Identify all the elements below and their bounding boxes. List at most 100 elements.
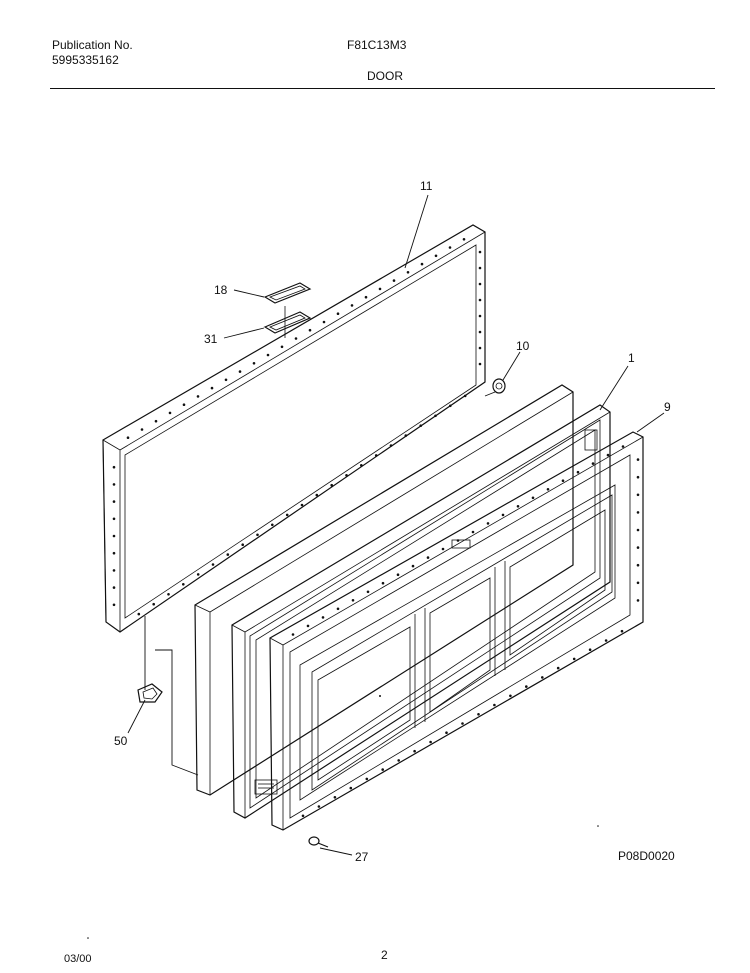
- rivet: [366, 590, 370, 594]
- rivet: [381, 581, 385, 585]
- rivet: [426, 556, 430, 559]
- rivet: [478, 346, 482, 350]
- rivet: [336, 607, 340, 611]
- rivet: [285, 513, 289, 517]
- rivet: [434, 254, 438, 258]
- rivet: [411, 564, 415, 568]
- rivet: [294, 337, 298, 340]
- callout-1: 1: [628, 351, 635, 365]
- rivet: [448, 246, 452, 249]
- door-gasket: [231, 404, 611, 819]
- rivet: [112, 569, 116, 572]
- callout-50: 50: [114, 734, 128, 748]
- rivet: [636, 563, 640, 567]
- rivet: [516, 505, 520, 508]
- rivet: [378, 287, 382, 291]
- rivet: [572, 657, 576, 661]
- door-outer-panel: [102, 224, 486, 633]
- rivet: [478, 266, 482, 270]
- rivet: [413, 749, 416, 753]
- rivet: [509, 694, 512, 698]
- rivet: [345, 474, 348, 477]
- rivet: [636, 475, 640, 479]
- header-divider: [50, 88, 715, 89]
- rivet: [351, 599, 355, 602]
- rivet: [381, 768, 385, 771]
- rivet: [301, 814, 305, 818]
- rivet: [112, 534, 116, 538]
- rivet: [604, 639, 608, 642]
- rivet: [137, 612, 141, 616]
- rivet: [636, 599, 640, 602]
- rivet: [477, 713, 480, 716]
- section-title: DOOR: [367, 69, 403, 83]
- rivet: [308, 328, 312, 332]
- rivet: [456, 539, 460, 542]
- door-inner-liner: [269, 431, 644, 831]
- rivet: [478, 362, 482, 366]
- callout-9: 9: [664, 400, 671, 414]
- rivet: [434, 414, 437, 418]
- callout-leaders: [127, 194, 665, 856]
- callout-11: 11: [420, 179, 433, 193]
- rivet: [330, 483, 334, 487]
- door-insulation-block: [194, 384, 574, 796]
- rivet: [321, 616, 325, 619]
- rivet: [404, 434, 408, 437]
- rivet: [636, 511, 640, 514]
- rivet: [429, 740, 432, 744]
- rivet: [556, 666, 560, 670]
- rivet: [112, 500, 116, 503]
- rivet: [152, 602, 155, 606]
- rivet: [463, 394, 467, 398]
- rivet: [196, 395, 200, 398]
- rivet: [374, 454, 378, 457]
- rivet: [471, 530, 475, 534]
- rivet: [112, 483, 116, 486]
- rivet: [322, 320, 326, 324]
- rivet: [478, 250, 482, 254]
- rivet: [636, 528, 640, 532]
- rivet: [182, 403, 186, 407]
- callout-18: 18: [214, 283, 228, 297]
- model-number: F81C13M3: [347, 38, 407, 52]
- publication-number: 5995335162: [52, 53, 119, 67]
- callout-27: 27: [355, 850, 369, 864]
- rivet: [365, 777, 369, 781]
- rivet: [291, 633, 295, 636]
- callout-31: 31: [204, 332, 218, 346]
- rivet: [478, 314, 482, 318]
- rivet: [140, 428, 144, 431]
- rivet: [419, 424, 423, 428]
- rivet: [112, 465, 116, 469]
- publication-label: Publication No.: [52, 38, 133, 52]
- rivet: [445, 731, 448, 734]
- rivet: [620, 629, 624, 633]
- rivet: [256, 533, 259, 537]
- plug-fastener: [492, 378, 506, 394]
- rivet: [349, 786, 353, 790]
- callout-10: 10: [516, 339, 530, 353]
- rivet: [397, 759, 401, 762]
- rivet: [300, 503, 304, 507]
- rivet: [541, 676, 544, 679]
- rivet: [396, 573, 400, 576]
- rivet: [493, 703, 496, 707]
- rivet: [333, 796, 337, 799]
- rivet: [280, 345, 284, 349]
- screw: [308, 836, 329, 848]
- diagram-code: P08D0020: [618, 849, 675, 863]
- hinge-bracket: [137, 683, 163, 703]
- rivet: [271, 523, 274, 527]
- rivet: [525, 685, 528, 688]
- hinge-cover: [263, 282, 312, 304]
- rivet: [561, 479, 565, 483]
- rivet: [266, 353, 270, 357]
- rivet: [461, 722, 464, 725]
- assembly-reference-lines: [144, 391, 496, 776]
- rivet: [478, 330, 482, 334]
- rivet: [126, 436, 130, 440]
- rivet: [211, 563, 215, 566]
- rivet: [210, 386, 214, 390]
